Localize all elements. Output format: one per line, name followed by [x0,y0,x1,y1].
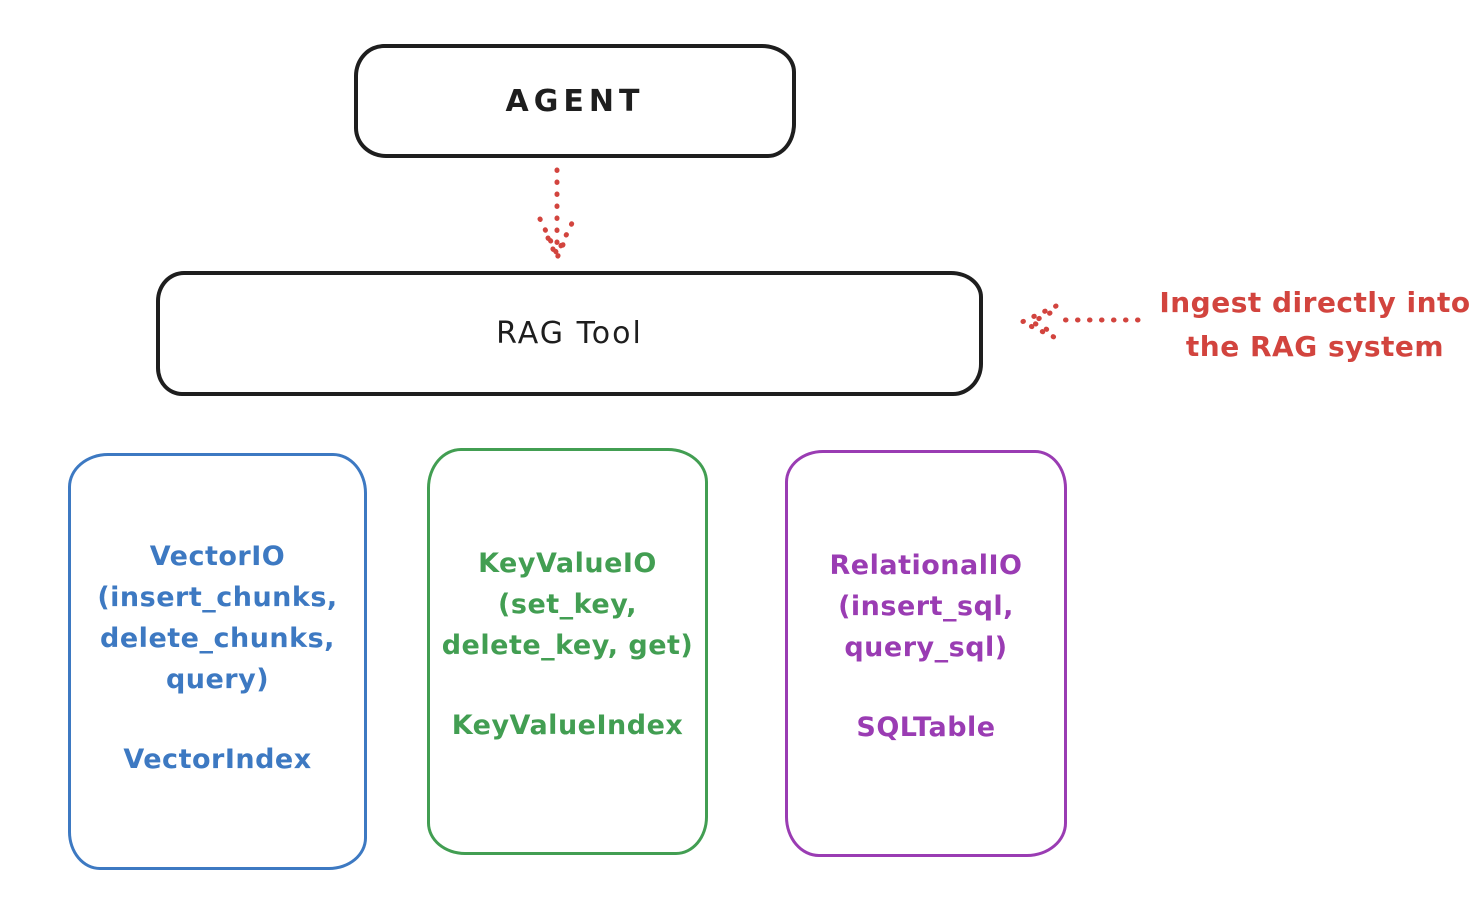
agent-to-ragtool-arrow [537,167,577,265]
rag-tool-box: RAG Tool [156,271,983,396]
relational-io-title: RelationalIO [829,550,1023,581]
vector-io-arg: delete_chunks, [100,623,335,654]
agent-label: AGENT [505,83,645,119]
ingest-annotation-line2: the RAG system [1185,330,1445,363]
keyvalue-io-arg: delete_key, get) [441,630,694,661]
rag-tool-label: RAG Tool [496,316,643,351]
relational-io-box: RelationalIO (insert_sql, query_sql) SQL… [785,450,1067,857]
keyvalue-io-box: KeyValueIO (set_key, delete_key, get) Ke… [427,448,708,855]
vector-io-box: VectorIO (insert_chunks, delete_chunks, … [68,453,367,870]
annotation-arrow [1016,303,1141,341]
sql-table-label: SQLTable [856,712,996,743]
relational-io-arg: (insert_sql, [838,591,1014,622]
ingest-annotation-line1: Ingest directly into [1159,286,1471,319]
vector-io-arg: query) [165,664,270,695]
keyvalue-io-arg: (set_key, [498,589,637,620]
vector-index-label: VectorIndex [123,744,312,775]
keyvalue-io-title: KeyValueIO [478,548,657,579]
keyvalue-index-label: KeyValueIndex [451,710,684,741]
ingest-annotation: Ingest directly into the RAG system [1140,281,1484,369]
vector-io-title: VectorIO [149,541,286,572]
vector-io-arg: (insert_chunks, [97,582,338,613]
agent-box: AGENT [354,44,796,158]
relational-io-arg: query_sql) [844,632,1008,663]
